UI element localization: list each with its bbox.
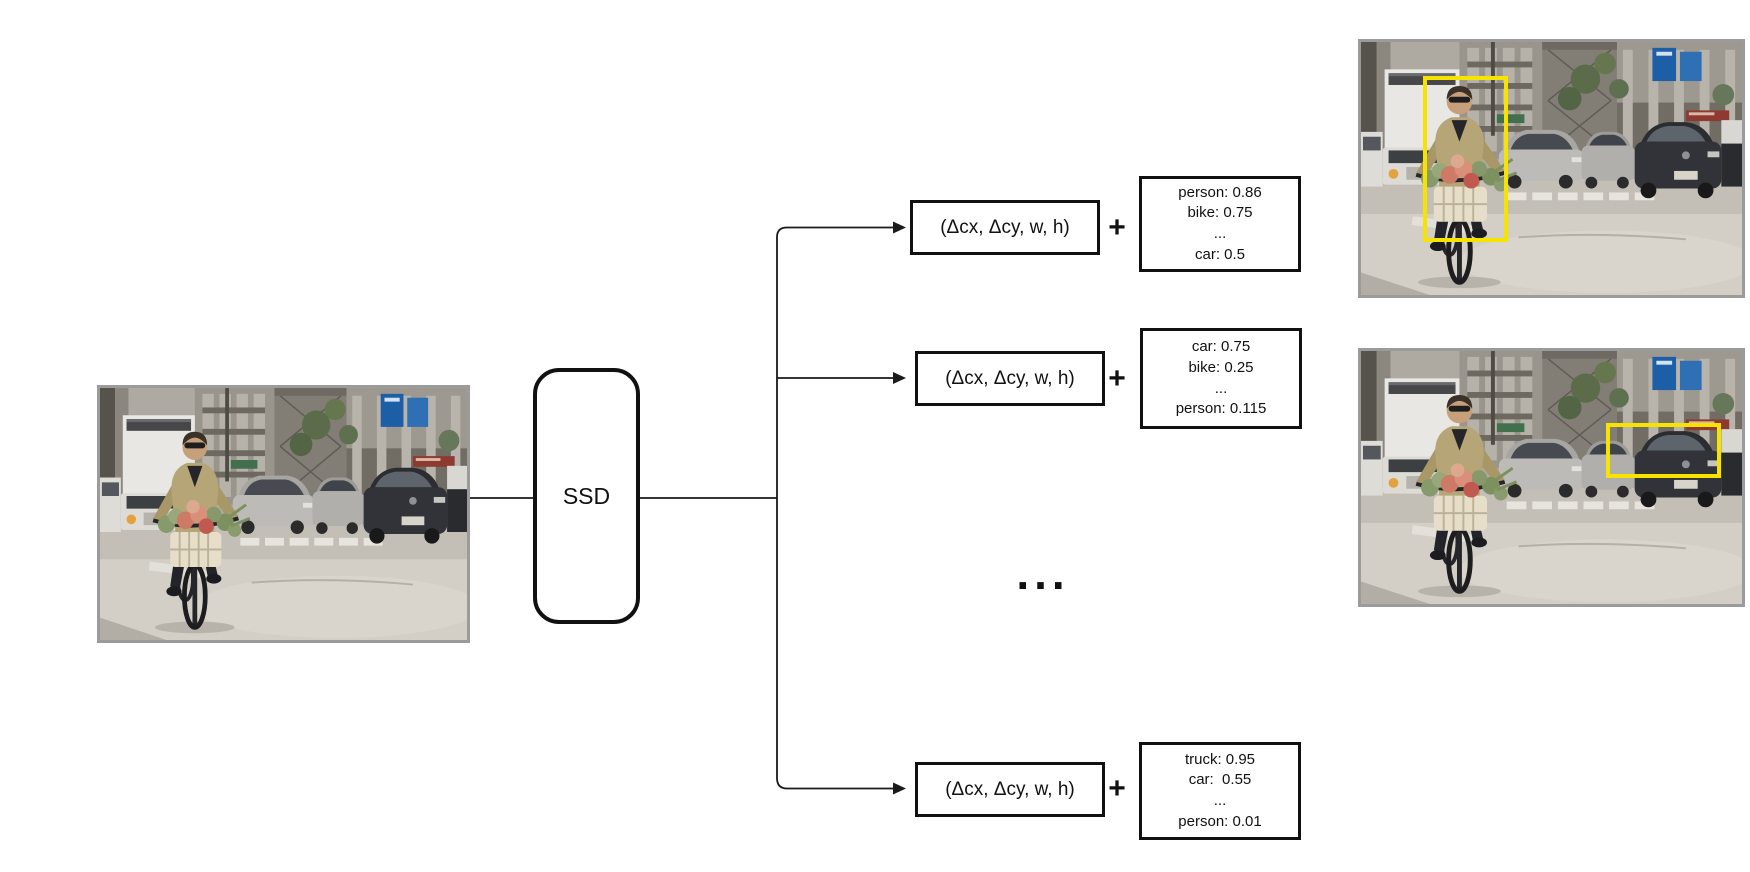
class-scores-box-2: car: 0.75 bike: 0.25 ... person: 0.115 — [1140, 328, 1302, 429]
bbox-offsets-label: (Δcx, Δcy, w, h) — [945, 778, 1075, 800]
score-line: person: 0.01 — [1178, 812, 1262, 830]
score-line: car: 0.5 — [1194, 245, 1246, 263]
detection-box-person — [1423, 76, 1508, 242]
score-line: bike: 0.25 — [1188, 358, 1254, 376]
plus-sign-1: + — [1108, 211, 1126, 244]
score-line: bike: 0.75 — [1187, 204, 1253, 222]
score-line: ... — [1213, 792, 1227, 809]
output-image-person — [1358, 39, 1745, 298]
class-scores-box-1: person: 0.86 bike: 0.75 ... car: 0.5 — [1139, 176, 1301, 272]
bbox-offsets-box-1: (Δcx, Δcy, w, h) — [910, 200, 1100, 255]
plus-sign-3: + — [1108, 772, 1126, 805]
input-image — [97, 385, 470, 643]
score-line: ... — [1214, 379, 1228, 397]
score-line: truck: 0.95 — [1184, 750, 1256, 768]
bbox-offsets-box-2: (Δcx, Δcy, w, h) — [915, 351, 1105, 406]
class-scores-box-3: truck: 0.95 car: 0.55 ... person: 0.01 — [1139, 742, 1301, 840]
street-photo — [100, 388, 467, 640]
arrowhead-icon — [893, 221, 906, 795]
plus-sign-2: + — [1108, 362, 1126, 395]
score-line: person: 0.86 — [1178, 183, 1262, 201]
bbox-offsets-label: (Δcx, Δcy, w, h) — [945, 367, 1075, 389]
score-line: person: 0.115 — [1175, 400, 1267, 418]
score-line: car: 0.75 — [1191, 338, 1251, 356]
ellipsis: ... — [1016, 547, 1070, 599]
score-line: ... — [1213, 225, 1227, 242]
street-photo — [1361, 42, 1742, 295]
output-image-car — [1358, 348, 1745, 607]
ssd-model-label: SSD — [562, 482, 611, 509]
bbox-offsets-label: (Δcx, Δcy, w, h) — [940, 216, 1070, 238]
score-line: car: 0.55 — [1188, 771, 1252, 789]
detection-box-car — [1606, 423, 1721, 478]
ssd-model-box: SSD — [533, 368, 640, 624]
bbox-offsets-box-3: (Δcx, Δcy, w, h) — [915, 762, 1105, 817]
